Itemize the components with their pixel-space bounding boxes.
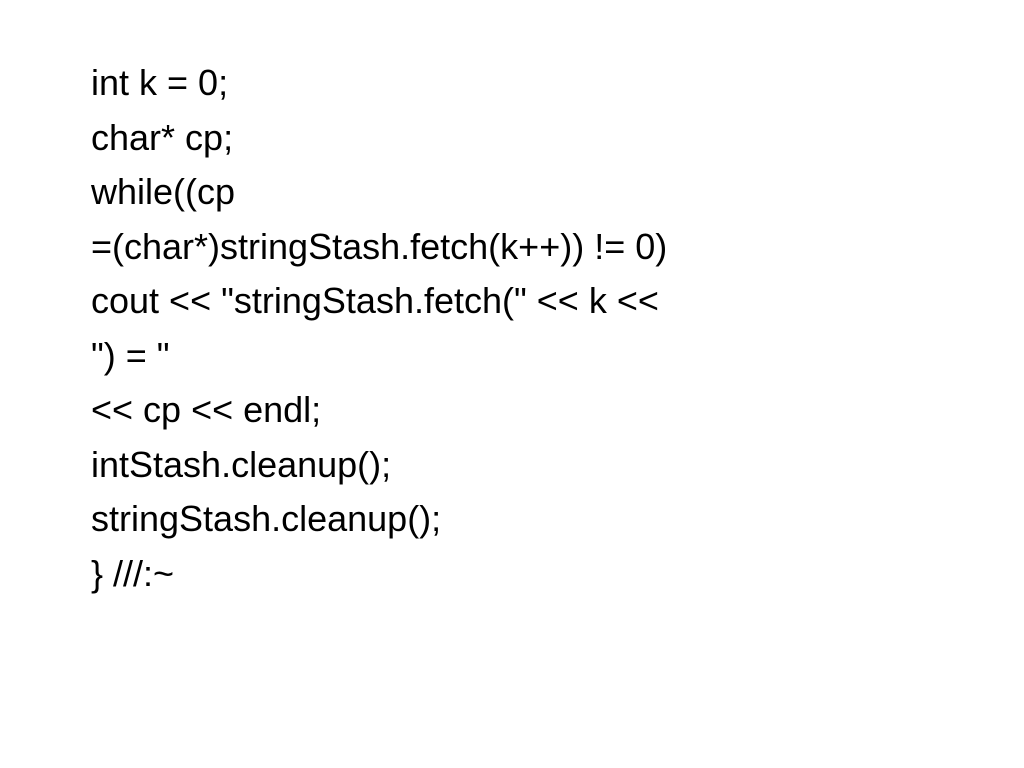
- text-line: int k = 0;: [91, 62, 229, 103]
- slide-body-text: int k = 0; char* cp; while((cp =(char*)s…: [91, 56, 991, 601]
- text-line: ") = ": [91, 334, 170, 376]
- text-line: } ///:~: [91, 552, 175, 594]
- text-line: intStash.cleanup();: [91, 443, 392, 485]
- text-line: cout << "stringStash.fetch(" << k <<: [91, 280, 659, 321]
- text-line: << cp << endl;: [91, 389, 322, 430]
- text-line: =(char*)stringStash.fetch(k++)) != 0): [91, 225, 668, 267]
- text-line: while((cp: [91, 171, 236, 212]
- text-line: stringStash.cleanup();: [91, 498, 442, 539]
- text-line: char* cp;: [91, 116, 234, 158]
